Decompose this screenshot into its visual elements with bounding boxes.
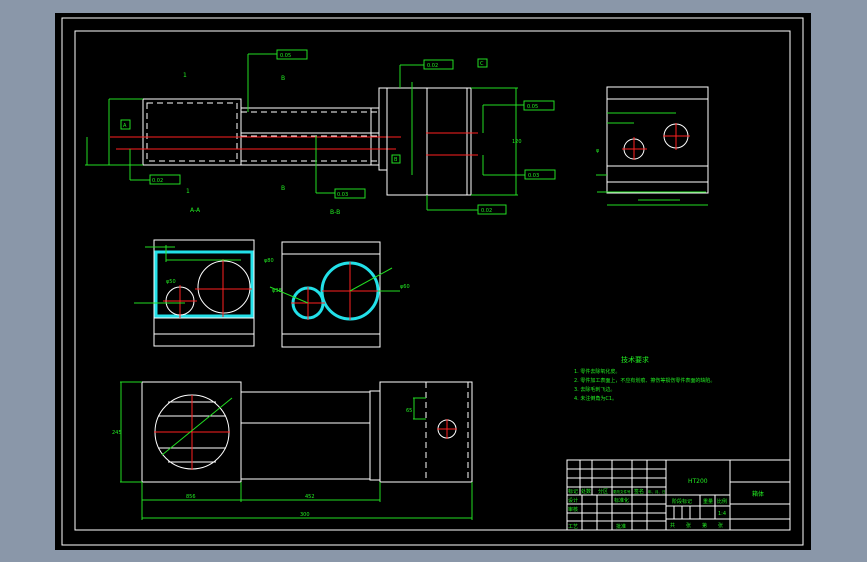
tolerance-value: 0.02 xyxy=(427,63,438,69)
standardization-label: 标准化 xyxy=(614,497,629,504)
section-a-view xyxy=(134,239,255,347)
svg-text:φ: φ xyxy=(596,148,600,154)
tolerance-value: 0.03 xyxy=(528,173,539,179)
header-label: 标记 xyxy=(568,488,578,495)
dim-label: 452 xyxy=(305,494,315,500)
row-label: 审核 xyxy=(568,506,578,513)
outer-frame xyxy=(61,17,804,546)
tech-req-item: 3. 去除毛刺飞边。 xyxy=(574,386,615,393)
inner-frame xyxy=(74,30,791,531)
svg-text:1: 1 xyxy=(186,188,190,195)
dim-label: φ60 xyxy=(400,284,410,290)
tech-req-item: 4. 未注倒角为C1。 xyxy=(574,395,617,402)
header-label: 处数 xyxy=(581,488,591,495)
datum-label: B xyxy=(394,157,398,163)
title-block: 标记 处数 分区 更改文件号 签名 年、月、日 设计 审核 工艺 标准化 批准 … xyxy=(566,459,791,531)
datum-label: A xyxy=(123,123,127,129)
material: HT200 xyxy=(688,478,708,485)
header-label: 更改文件号 xyxy=(613,489,631,494)
dim-label: 300 xyxy=(300,512,310,518)
tolerance-value: 0.03 xyxy=(337,192,348,198)
section-label-b: B-B xyxy=(330,209,340,216)
sheet-label: 共 xyxy=(670,522,675,529)
sheet-label: 张 xyxy=(686,522,691,529)
sheet-label: 第 xyxy=(702,522,707,529)
dim-label: 856 xyxy=(186,494,196,500)
sheet-label: 张 xyxy=(718,522,723,529)
tolerance-value: 0.02 xyxy=(481,208,492,214)
bottom-view: 856 452 300 245 xyxy=(112,381,473,520)
datum-label: C xyxy=(480,61,484,67)
side-view xyxy=(386,58,556,215)
weight-label: 重量 xyxy=(703,498,713,505)
tolerance-value: 0.05 xyxy=(527,104,538,110)
dim-label: φ50 xyxy=(166,279,176,285)
dim-label: φ38 xyxy=(272,288,282,294)
section-b-view xyxy=(269,241,400,348)
technical-requirements: 技术要求 1. 零件去除氧化皮。 2. 零件加工表面上，不应有划痕、擦伤等损伤零… xyxy=(574,355,715,402)
tolerance-value: 0.05 xyxy=(280,53,291,59)
svg-text:B: B xyxy=(281,185,285,192)
dim-label: 120 xyxy=(512,139,522,145)
header-label: 年、月、日 xyxy=(648,489,666,494)
header-label: 分区 xyxy=(598,488,608,495)
section-label-a: A-A xyxy=(190,207,201,214)
dim-label: φ80 xyxy=(264,258,274,264)
row-label: 设计 xyxy=(568,497,578,504)
annotations: 0.02 0.05 0.03 0.02 0.05 0.03 0.02 A B C… xyxy=(123,53,539,414)
tolerance-value: 0.02 xyxy=(152,178,163,184)
scale-label: 比例 xyxy=(717,498,727,505)
header-label: 签名 xyxy=(634,488,644,495)
dim-label: 65 xyxy=(406,408,412,414)
dim-label: 245 xyxy=(112,430,122,436)
row-label: 工艺 xyxy=(568,524,578,530)
top-right-view: φ xyxy=(596,86,709,206)
tech-req-item: 2. 零件加工表面上，不应有划痕、擦伤等损伤零件表面的缺陷。 xyxy=(574,377,715,384)
stage-label: 阶段标记 xyxy=(672,498,692,505)
scale-value: 1:4 xyxy=(718,511,726,517)
drawing-name: 箱体 xyxy=(752,490,764,498)
tech-req-title: 技术要求 xyxy=(621,355,649,364)
approve-label: 批准 xyxy=(616,523,626,530)
tech-req-item: 1. 零件去除氧化皮。 xyxy=(574,368,620,375)
svg-text:1: 1 xyxy=(183,72,187,79)
svg-text:B: B xyxy=(281,75,285,82)
